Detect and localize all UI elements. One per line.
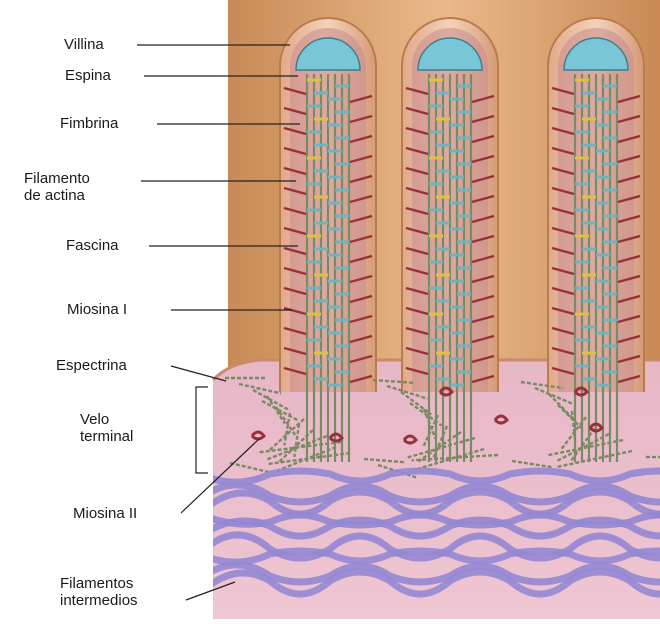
label-velo-terminal-line2: terminal [80,428,133,445]
label-espina: Espina [65,67,111,84]
label-velo-terminal: Velo terminal [80,411,133,445]
label-villina: Villina [64,36,104,53]
label-velo-terminal-line1: Velo [80,411,133,428]
label-filamento-actina-line2: de actina [24,187,90,204]
label-filamentos-intermedios: Filamentos intermedios [60,575,138,609]
label-fimbrina: Fimbrina [60,115,118,132]
label-fascina: Fascina [66,237,119,254]
label-espectrina: Espectrina [56,357,127,374]
label-filamento-actina-line1: Filamento [24,170,90,187]
label-filamentos-intermedios-line1: Filamentos [60,575,138,592]
label-miosina-i: Miosina I [67,301,127,318]
label-filamento-actina: Filamento de actina [24,170,90,204]
label-filamentos-intermedios-line2: intermedios [60,592,138,609]
label-miosina-ii: Miosina II [73,505,137,522]
